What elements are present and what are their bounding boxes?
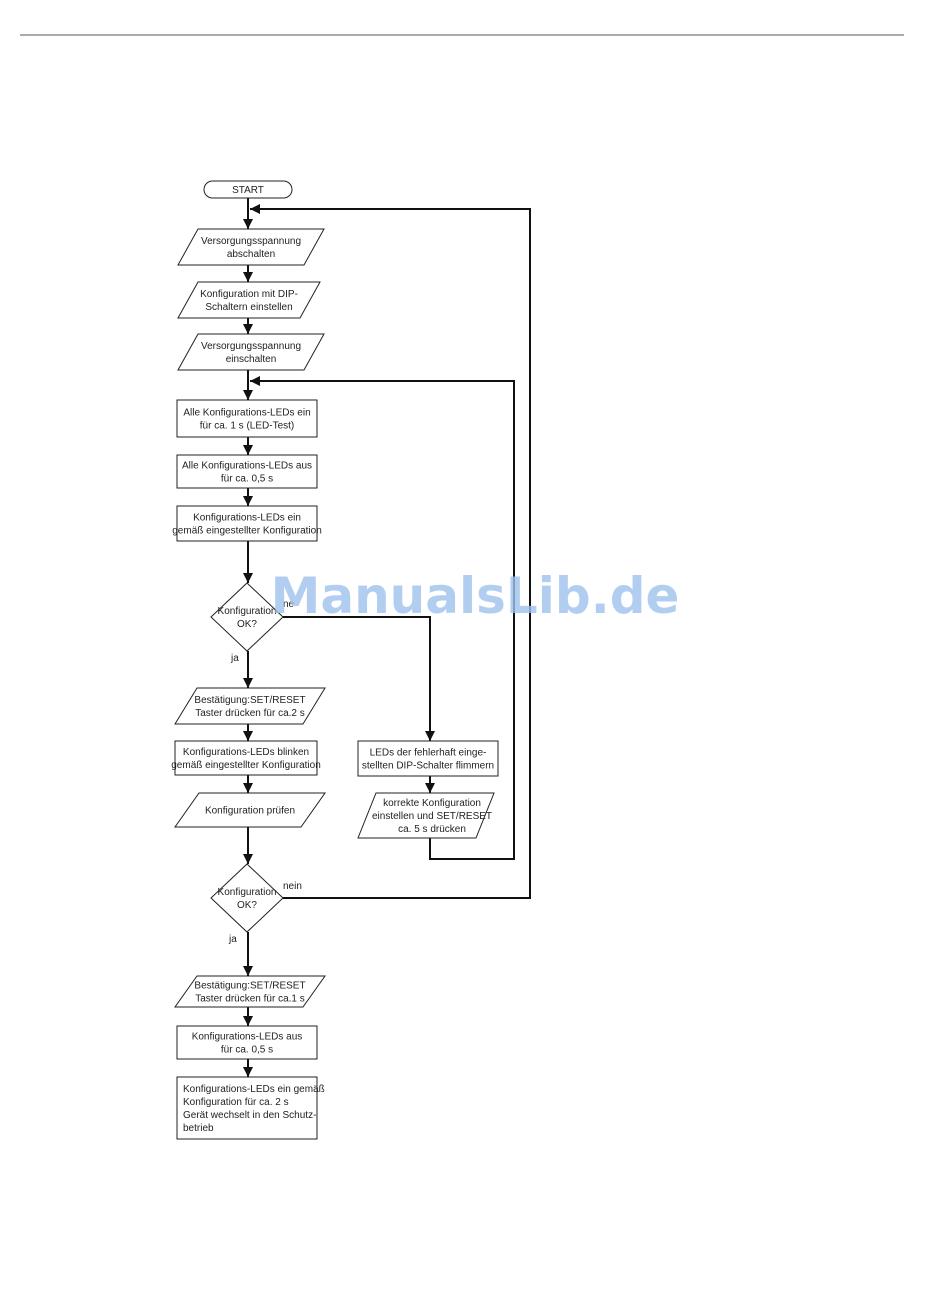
step-power-off-text-line: abschalten (227, 249, 275, 260)
step-confirm-1s: Bestätigung:SET/RESET Taster drücken für … (174, 975, 326, 1008)
step-check-config-shape (174, 792, 326, 828)
step-correct-config-text-line: ca. 5 s drücken (398, 824, 466, 835)
step-final-protection-mode-text-line: betrieb (183, 1123, 214, 1134)
step-dip-config: Konfiguration mit DIP- Schaltern einstell… (177, 281, 321, 319)
step-correct-config-text-line: einstellen und SET/RESET (372, 811, 492, 822)
watermark: ManualsLib.de (271, 567, 680, 625)
step-faulty-leds-text-line: LEDs der fehlerhaft einge- (370, 748, 487, 759)
step-leds-off-final-box (176, 1025, 318, 1060)
decision-2-no-label: nein (283, 881, 302, 892)
step-power-on: Versorgungsspannung einschalten (177, 333, 325, 371)
flowchart-shapes: START Versorgungsspannung abschaltenKonfig… (171, 180, 499, 1140)
step-confirm-2s: Bestätigung:SET/RESET Taster drücken für … (174, 687, 326, 725)
step-led-test-text-line: für ca. 1 s (LED-Test) (200, 421, 294, 432)
step-leds-on-config: Konfigurations-LEDs ein gemäß eingestellt… (172, 505, 322, 542)
decision-1-no-label: ne (283, 599, 295, 610)
step-leds-off-text-line: für ca. 0,5 s (221, 474, 273, 485)
step-confirm-2s-shape (174, 687, 326, 725)
step-final-protection-mode-text-line: Konfiguration für ca. 2 s (183, 1097, 289, 1108)
step-leds-blink-text-line: Konfigurations-LEDs blinken (183, 747, 309, 758)
step-leds-off-final: Konfigurations-LEDs aus für ca. 0,5 s (176, 1025, 318, 1060)
step-confirm-2s-text-line: Taster drücken für ca.2 s (195, 708, 305, 719)
start-terminal: START (203, 180, 293, 199)
step-leds-off-final-text-line: Konfigurations-LEDs aus (192, 1032, 303, 1043)
step-power-off-shape (177, 228, 325, 266)
step-leds-off-text-line: Alle Konfigurations-LEDs aus (182, 461, 312, 472)
step-led-test-text-line: Alle Konfigurations-LEDs ein (183, 408, 310, 419)
step-final-protection-mode-box (176, 1076, 318, 1140)
step-led-test-box (176, 399, 318, 438)
decision-config-ok-2-shape (210, 863, 284, 933)
start-label: START (232, 185, 264, 196)
step-final-protection-mode-text-line: Gerät wechselt in den Schutz- (183, 1110, 316, 1121)
step-power-on-text-line: Versorgungsspannung (201, 341, 301, 352)
decision-config-ok-2-text-line: OK? (237, 900, 257, 911)
decision-config-ok-1-text-line: OK? (237, 619, 257, 630)
step-led-test: Alle Konfigurations-LEDs ein für ca. 1 s … (176, 399, 318, 438)
step-dip-config-text-line: Schaltern einstellen (205, 302, 292, 313)
step-check-config: Konfiguration prüfen (174, 792, 326, 828)
step-leds-on-config-text-line: gemäß eingestellter Konfiguration (172, 526, 322, 537)
step-power-off: Versorgungsspannung abschalten (177, 228, 325, 266)
step-leds-off-box (176, 454, 318, 489)
step-leds-on-config-box (176, 505, 318, 542)
step-correct-config-shape (357, 792, 495, 839)
step-dip-config-text-line: Konfiguration mit DIP- (200, 289, 298, 300)
decision-2-yes-label: ja (228, 934, 237, 945)
flowchart-connectors (243, 198, 531, 1077)
step-power-on-shape (177, 333, 325, 371)
step-leds-blink: Konfigurations-LEDs blinken gemäß eingest… (171, 740, 321, 776)
step-final-protection-mode-text-line: Konfigurations-LEDs ein gemäß (183, 1084, 325, 1095)
step-power-on-text-line: einschalten (226, 354, 277, 365)
arrow-loop-to-led-test (250, 376, 515, 860)
step-leds-blink-box (174, 740, 318, 776)
decision-config-ok-2-text-line: Konfiguration (218, 887, 277, 898)
step-final-protection-mode: Konfigurations-LEDs ein gemäßKonfigurati… (176, 1076, 325, 1140)
step-leds-blink-text-line: gemäß eingestellter Konfiguration (171, 760, 321, 771)
step-dip-config-shape (177, 281, 321, 319)
step-leds-on-config-text-line: Konfigurations-LEDs ein (193, 513, 301, 524)
step-leds-off-final-text-line: für ca. 0,5 s (221, 1045, 273, 1056)
arrow-decision-1-no-to-faulty-leds (283, 616, 435, 741)
step-confirm-1s-shape (174, 975, 326, 1008)
step-power-off-text-line: Versorgungsspannung (201, 236, 301, 247)
arrow-loop-to-power-off (250, 204, 531, 899)
step-faulty-leds-text-line: stellten DIP-Schalter flimmern (362, 761, 494, 772)
step-faulty-leds: LEDs der fehlerhaft einge-stellten DIP-S… (357, 740, 499, 777)
step-faulty-leds-box (357, 740, 499, 777)
step-confirm-1s-text-line: Bestätigung:SET/RESET (194, 981, 305, 992)
decision-config-ok-1-shape (210, 582, 284, 652)
start-terminal-shape (203, 180, 293, 199)
step-confirm-2s-text-line: Bestätigung:SET/RESET (194, 695, 305, 706)
step-leds-off: Alle Konfigurations-LEDs aus für ca. 0,5 … (176, 454, 318, 489)
step-check-config-text-line: Konfiguration prüfen (205, 806, 295, 817)
decision-1-yes-label: ja (230, 653, 239, 664)
step-correct-config-text-line: korrekte Konfiguration (383, 798, 481, 809)
step-confirm-1s-text-line: Taster drücken für ca.1 s (195, 994, 305, 1005)
decision-config-ok-1-text-line: Konfiguration (218, 606, 277, 617)
step-correct-config: korrekte Konfiguration einstellen und SET… (357, 792, 495, 839)
